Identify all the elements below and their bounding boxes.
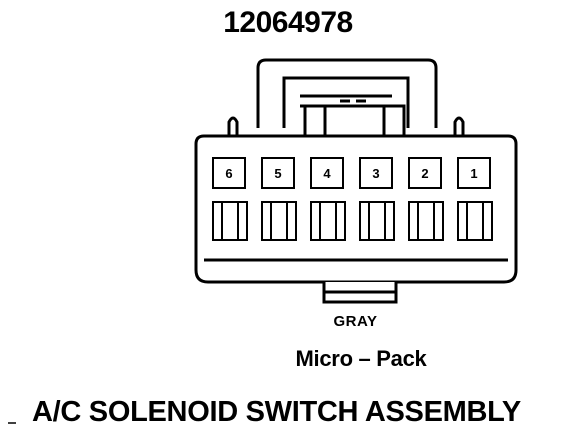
pin-number-box <box>310 157 344 189</box>
pin-number-box <box>359 157 393 189</box>
pin-6: 6 <box>212 157 248 241</box>
pin-1: 1 <box>457 157 493 241</box>
pin-3: 3 <box>359 157 395 241</box>
pin-cavity <box>359 201 395 241</box>
pin-row: 6 5 4 3 2 1 <box>212 157 493 241</box>
assembly-name: A/C SOLENOID SWITCH ASSEMBLY <box>32 396 521 428</box>
pin-number: 5 <box>274 166 281 181</box>
pin-4: 4 <box>310 157 346 241</box>
pin-number-box <box>261 157 295 189</box>
part-number: 12064978 <box>223 6 353 39</box>
pin-number: 4 <box>323 166 331 181</box>
pin-number-box <box>212 157 246 189</box>
bottom-key <box>322 282 398 304</box>
pin-cavity <box>261 201 297 241</box>
tab-right <box>453 116 465 136</box>
pin-number: 1 <box>470 166 477 181</box>
pin-number: 2 <box>421 166 428 181</box>
pin-cavity <box>408 201 444 241</box>
pin-number: 6 <box>225 166 232 181</box>
pin-number-box <box>457 157 491 189</box>
latch-housing <box>256 58 438 138</box>
pin-2: 2 <box>408 157 444 241</box>
pin-cavity <box>457 201 493 241</box>
tab-left <box>227 116 239 136</box>
pin-5: 5 <box>261 157 297 241</box>
pin-number-box <box>408 157 442 189</box>
pin-cavity <box>310 201 346 241</box>
latch-post-right <box>382 104 406 138</box>
connector-type-label: Micro – Pack <box>295 346 427 371</box>
pin-number: 3 <box>372 166 379 181</box>
latch-post-left <box>303 104 327 138</box>
pin-cavity <box>212 201 248 241</box>
locking-tabs <box>227 116 465 136</box>
latch-inner <box>282 76 410 128</box>
wire-color-label: GRAY <box>333 313 378 330</box>
